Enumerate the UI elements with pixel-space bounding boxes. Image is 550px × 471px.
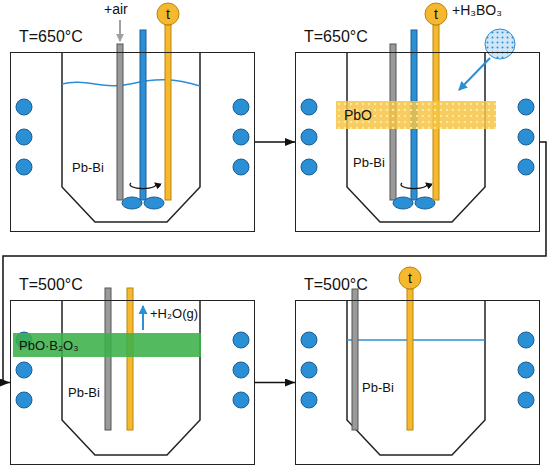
heater bbox=[233, 392, 249, 408]
air-inlet-label: +air bbox=[104, 1, 128, 18]
temperature-label: T=500°C bbox=[19, 276, 83, 294]
thermocouple-label: t bbox=[434, 6, 438, 23]
heater bbox=[233, 332, 249, 348]
rotation-arrow bbox=[130, 183, 156, 189]
heater bbox=[233, 159, 249, 175]
air-lance bbox=[117, 44, 123, 200]
slag-layer: PbO·B₂O₃ bbox=[13, 333, 201, 357]
furnace-panel: T=500°C bbox=[295, 300, 540, 465]
heater bbox=[233, 362, 249, 378]
stirrer bbox=[122, 30, 164, 209]
thermocouple bbox=[127, 288, 133, 430]
heater bbox=[301, 159, 317, 175]
thermocouple bbox=[157, 3, 179, 200]
temperature-label: T=500°C bbox=[304, 276, 368, 294]
heater bbox=[16, 362, 32, 378]
heater bbox=[301, 99, 317, 115]
thermocouple bbox=[425, 3, 447, 25]
heater bbox=[301, 129, 317, 145]
crucible bbox=[62, 52, 200, 222]
stirrer bbox=[393, 197, 413, 209]
melt-surface bbox=[347, 339, 485, 341]
melt-surface bbox=[347, 340, 485, 341]
heater bbox=[233, 129, 249, 145]
vapour-arrow bbox=[142, 306, 144, 330]
heater bbox=[518, 159, 534, 175]
stirrer bbox=[122, 197, 142, 209]
air-arrow bbox=[120, 20, 121, 41]
furnace-panel: T=500°CPbO·B₂O₃ bbox=[10, 300, 255, 465]
layer-label: PbO bbox=[344, 107, 372, 123]
oxide-layer: PbO bbox=[336, 101, 496, 129]
process-arrow bbox=[255, 382, 295, 384]
process-arrow bbox=[255, 141, 295, 143]
melt-label: Pb-Bi bbox=[353, 155, 385, 171]
thermocouple bbox=[127, 288, 133, 430]
heater bbox=[518, 362, 534, 378]
heater bbox=[301, 392, 317, 408]
heater bbox=[16, 129, 32, 145]
crucible bbox=[347, 300, 485, 455]
melt-surface bbox=[62, 80, 200, 86]
melt-label: Pb-Bi bbox=[362, 380, 394, 396]
thermocouple bbox=[157, 3, 179, 25]
feed-arrow bbox=[459, 58, 490, 90]
heater bbox=[301, 362, 317, 378]
melt-label: Pb-Bi bbox=[68, 385, 100, 401]
boric-acid-pile bbox=[485, 29, 515, 59]
temperature-label: T=650°C bbox=[19, 28, 83, 46]
furnace-panel: T=650°CPbO bbox=[295, 52, 540, 232]
stirrer bbox=[144, 197, 164, 209]
furnace-panel: T=650°C bbox=[10, 52, 255, 232]
rotation-arrow bbox=[401, 183, 427, 189]
heater bbox=[301, 332, 317, 348]
heater bbox=[518, 99, 534, 115]
boric-acid-pile bbox=[485, 29, 515, 59]
rotation-arrow bbox=[130, 183, 156, 189]
heater bbox=[16, 99, 249, 175]
air-lance bbox=[117, 44, 123, 200]
thermocouple-label: t bbox=[408, 270, 412, 287]
air-arrow bbox=[119, 20, 121, 41]
reagent-label: +H₃BO₃ bbox=[452, 2, 502, 19]
air-lance bbox=[105, 288, 111, 430]
heater bbox=[518, 392, 534, 408]
temperature-label: T=650°C bbox=[304, 28, 368, 46]
crucible bbox=[347, 300, 485, 455]
feed-arrow bbox=[459, 58, 490, 90]
heater bbox=[518, 129, 534, 145]
thermocouple bbox=[399, 267, 421, 430]
heater bbox=[233, 99, 249, 115]
heater bbox=[16, 159, 32, 175]
process-arrow bbox=[3, 142, 546, 383]
heater bbox=[16, 99, 32, 115]
rotation-arrow bbox=[401, 183, 427, 189]
heater bbox=[301, 332, 534, 408]
melt-label: Pb-Bi bbox=[72, 160, 104, 176]
air-lance bbox=[352, 289, 358, 430]
vapour-label: +H₂O(g) bbox=[150, 306, 198, 322]
stirrer bbox=[140, 30, 146, 200]
air-lance bbox=[352, 289, 358, 430]
air-lance bbox=[105, 288, 111, 430]
thermocouple-label: t bbox=[166, 6, 170, 23]
layer-label: PbO·B₂O₃ bbox=[19, 338, 78, 353]
thermocouple bbox=[399, 267, 421, 289]
heater bbox=[518, 332, 534, 348]
thermocouple bbox=[407, 289, 413, 430]
vapour-arrow bbox=[143, 306, 144, 330]
crucible bbox=[62, 52, 200, 222]
heater bbox=[16, 392, 32, 408]
melt-surface bbox=[62, 80, 200, 86]
stirrer bbox=[415, 197, 435, 209]
